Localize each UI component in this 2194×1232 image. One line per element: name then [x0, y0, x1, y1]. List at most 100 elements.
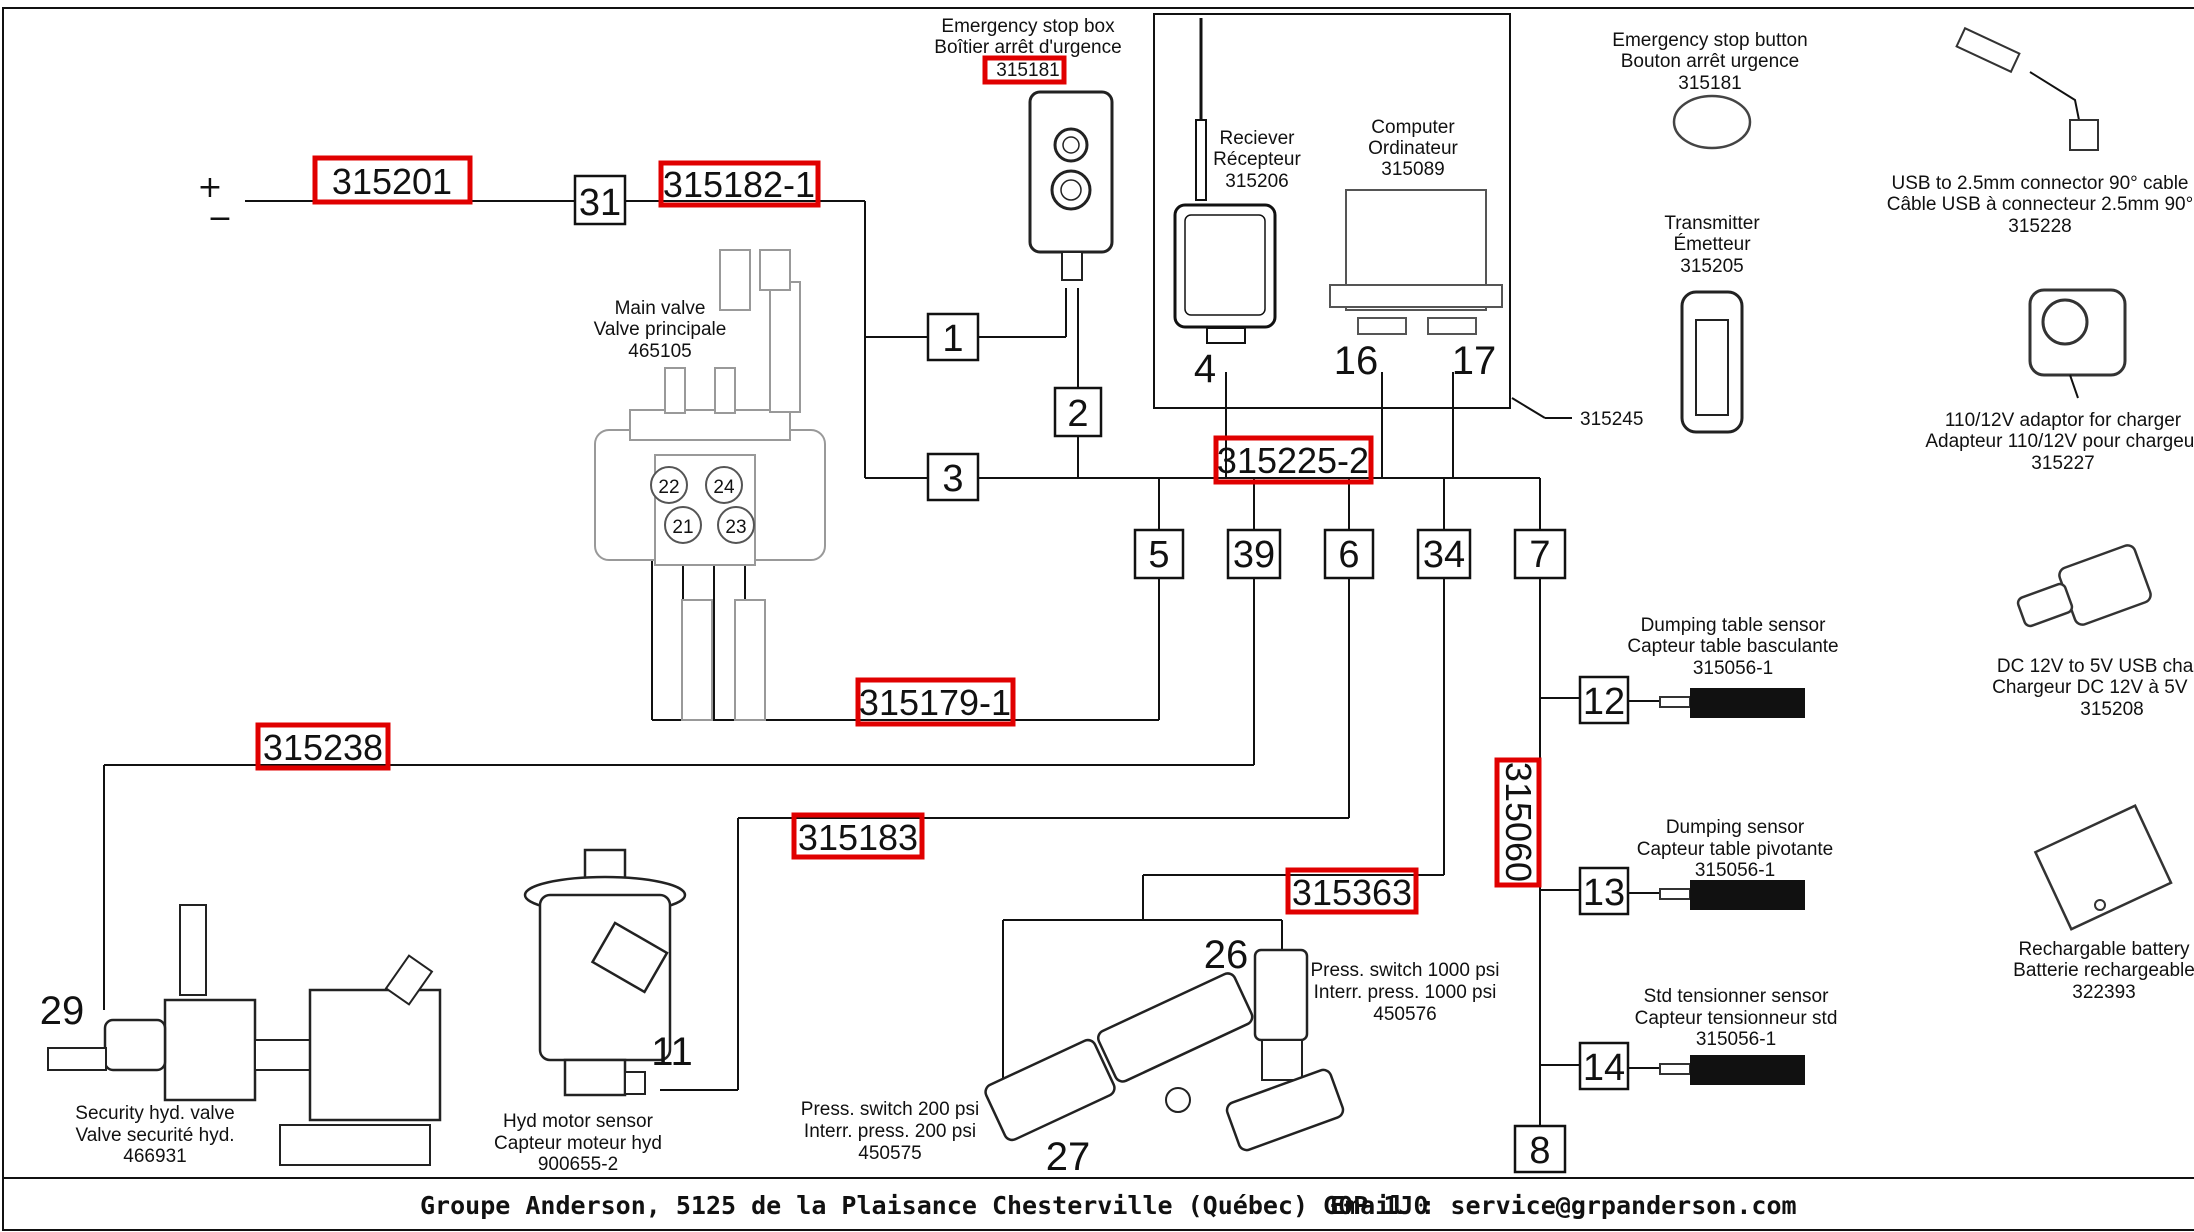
emergency-stop-box-icon [1028, 90, 1114, 281]
plus-sign: + [197, 170, 222, 205]
connector-5: 5 [1133, 528, 1185, 580]
receiver-label: Reciever Récepteur 315206 [1213, 128, 1301, 192]
dumping-sensor-label: Dumping sensor Capteur table pivotante 3… [1637, 817, 1833, 881]
adaptor-label: 110/12V adaptor for charger Adapteur 110… [1925, 410, 2194, 474]
svg-text:6: 6 [1338, 534, 1359, 576]
svg-text:Batterie rechargeable: Batterie rechargeable [2013, 960, 2194, 981]
estop-part-highlight [982, 55, 1067, 85]
connector-1: 1 [926, 312, 980, 362]
svg-text:315056-1: 315056-1 [1696, 1029, 1776, 1050]
svg-text:Ordinateur: Ordinateur [1368, 138, 1458, 159]
svg-text:110/12V adaptor for charger: 110/12V adaptor for charger [1945, 410, 2182, 431]
svg-text:315363: 315363 [1292, 872, 1412, 913]
svg-text:DC 12V to 5V USB charger: DC 12V to 5V USB charger [1997, 656, 2194, 677]
svg-text:900655-2: 900655-2 [538, 1154, 618, 1175]
cable-315201: 315201 [312, 155, 473, 205]
pin-11: 11 [651, 1030, 693, 1074]
press-switch-200-label: Press. switch 200 psi Interr. press. 200… [801, 1099, 979, 1164]
svg-text:13: 13 [1583, 872, 1625, 914]
tensioner-sensor-icon [1659, 1055, 1805, 1085]
usb-charger-label: DC 12V to 5V USB charger Chargeur DC 12V… [1992, 656, 2194, 720]
connector-boxes: 31 1 2 3 5 39 6 34 7 12 13 14 8 [573, 174, 1630, 1174]
svg-text:315060: 315060 [1498, 762, 1539, 882]
pin-29: 29 [40, 989, 85, 1033]
usb-cable-icon [1955, 26, 2099, 151]
svg-text:Computer: Computer [1371, 117, 1455, 138]
label-315245: 315245 [1580, 409, 1643, 430]
svg-text:315181: 315181 [996, 60, 1059, 81]
pin-27: 27 [1046, 1135, 1091, 1179]
svg-text:Reciever: Reciever [1220, 128, 1296, 149]
svg-text:315205: 315205 [1680, 256, 1743, 277]
svg-text:315056-1: 315056-1 [1693, 658, 1773, 679]
svg-text:466931: 466931 [123, 1146, 186, 1167]
security-valve-icon [47, 904, 442, 1166]
svg-text:1: 1 [942, 318, 963, 360]
tensioner-sensor-label: Std tensionner sensor Capteur tensionneu… [1635, 986, 1838, 1050]
hyd-motor-icon [523, 848, 687, 1097]
svg-text:Press. switch 1000 psi: Press. switch 1000 psi [1310, 960, 1499, 981]
connector-6: 6 [1323, 528, 1375, 580]
connector-39: 39 [1226, 528, 1282, 580]
estop-box-label: Emergency stop box Boîtier arrêt d'urgen… [934, 16, 1121, 81]
pin-26: 26 [1204, 933, 1249, 977]
svg-text:8: 8 [1529, 1130, 1550, 1172]
svg-text:Valve securité hyd.: Valve securité hyd. [75, 1125, 234, 1146]
svg-text:315181: 315181 [1678, 73, 1741, 94]
connector-14: 14 [1578, 1041, 1630, 1091]
pin-4: 4 [1194, 347, 1216, 391]
pressure-switch-assembly-icon [984, 948, 1345, 1152]
battery-icon [2033, 804, 2173, 931]
cable-315183: 315183 [791, 812, 925, 860]
svg-text:USB to 2.5mm connector 90° cab: USB to 2.5mm connector 90° cable [1892, 173, 2189, 194]
svg-text:322393: 322393 [2072, 982, 2135, 1003]
svg-text:315056-1: 315056-1 [1695, 860, 1775, 881]
connector-7: 7 [1513, 528, 1567, 580]
svg-text:315208: 315208 [2080, 699, 2143, 720]
connector-8: 8 [1513, 1124, 1567, 1174]
page-frame [2, 7, 2194, 1231]
main-valve-label: Main valve Valve principale 465105 [594, 298, 727, 362]
usb-charger-icon [2016, 544, 2152, 628]
svg-text:39: 39 [1233, 534, 1275, 576]
svg-text:Valve principale: Valve principale [594, 319, 727, 340]
svg-text:Récepteur: Récepteur [1213, 149, 1301, 170]
connector-34: 34 [1416, 528, 1472, 580]
wires [103, 200, 1660, 1126]
svg-text:315089: 315089 [1381, 159, 1444, 180]
svg-text:3: 3 [942, 458, 963, 500]
hyd-motor-sensor-label: Hyd motor sensor Capteur moteur hyd 9006… [494, 1111, 662, 1175]
connector-2: 2 [1053, 386, 1103, 438]
computer-icon [1329, 189, 1503, 335]
cable-315182-1: 315182-1 [658, 160, 821, 208]
svg-text:Dumping table sensor: Dumping table sensor [1641, 615, 1826, 636]
pin-23: 23 [725, 517, 746, 538]
svg-text:Rechargable battery: Rechargable battery [2018, 939, 2190, 960]
dumping-sensor-icon [1659, 880, 1805, 910]
svg-text:Capteur table basculante: Capteur table basculante [1627, 636, 1838, 657]
svg-text:Capteur tensionneur std: Capteur tensionneur std [1635, 1008, 1838, 1029]
svg-text:5: 5 [1148, 534, 1169, 576]
svg-text:34: 34 [1423, 534, 1465, 576]
press-switch-1000-label: Press. switch 1000 psi Interr. press. 10… [1310, 960, 1499, 1025]
svg-text:Dumping sensor: Dumping sensor [1666, 817, 1805, 838]
computer-label: Computer Ordinateur 315089 [1368, 117, 1458, 180]
connector-13: 13 [1578, 866, 1630, 916]
svg-text:Émetteur: Émetteur [1673, 234, 1751, 255]
svg-text:Adapteur 110/12V pour chargeur: Adapteur 110/12V pour chargeur [1925, 431, 2194, 452]
cable-315179-1: 315179-1 [855, 677, 1016, 727]
svg-text:450576: 450576 [1373, 1004, 1436, 1025]
cable-315225-2: 315225-2 [1213, 435, 1374, 485]
pin-17: 17 [1452, 339, 1497, 383]
svg-text:Interr. press. 200 psi: Interr. press. 200 psi [804, 1121, 976, 1142]
svg-text:315225-2: 315225-2 [1217, 440, 1369, 481]
cable-labels: 315201 315182-1 315225-2 315179-1 315238… [255, 155, 1643, 915]
connector-3: 3 [926, 452, 980, 502]
svg-text:31: 31 [579, 182, 621, 224]
svg-text:Bouton arrêt urgence: Bouton arrêt urgence [1621, 51, 1800, 72]
svg-text:12: 12 [1583, 681, 1625, 723]
pin-21: 21 [672, 517, 693, 538]
security-valve-label: Security hyd. valve Valve securité hyd. … [75, 1103, 234, 1167]
pin-24: 24 [713, 477, 735, 498]
pin-16: 16 [1334, 339, 1379, 383]
